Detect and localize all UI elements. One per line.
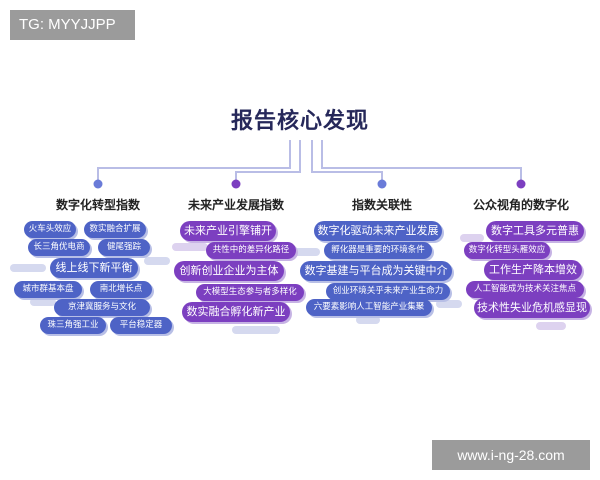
decor-bar [172, 243, 208, 251]
column-4-item-1: 数字工具多元普惠 [486, 221, 584, 241]
decor-bar [10, 264, 46, 272]
column-2-item-1: 未来产业引擎铺开 [180, 221, 276, 241]
column-2-item-5: 数实融合孵化新产业 [182, 302, 290, 322]
decor-bar [30, 298, 56, 306]
column-3-item-1: 数字化驱动未来产业发展 [314, 221, 442, 241]
column-3-heading: 指数关联性 [351, 198, 412, 212]
column-1-node [93, 179, 103, 189]
decor-bar [436, 300, 462, 308]
column-4-item-4: 人工智能成为技术关注焦点 [466, 281, 584, 298]
column-4-item-5: 技术性失业危机感显现 [474, 298, 590, 318]
column-2-node [231, 179, 241, 189]
column-3-node [377, 179, 387, 189]
column-2-item-4: 大模型生态参与者多样化 [196, 284, 304, 301]
watermark-top-left: TG: MYYJJPP [10, 10, 135, 40]
column-1-item-5: 线上线下新平衡 [50, 258, 138, 278]
column-2-heading: 未来产业发展指数 [187, 198, 284, 212]
column-3-item-3: 数字基建与平台成为关键中介 [300, 261, 452, 281]
column-1-item-1: 火车头效应 [24, 221, 76, 238]
decor-bar [144, 257, 170, 265]
decor-bar [290, 248, 320, 256]
column-3-item-2: 孵化器是重要的环境条件 [324, 242, 432, 259]
column-1-item-6: 城市群基本盘 [14, 281, 82, 298]
diagram-title: 报告核心发现 [230, 109, 369, 134]
column-1-item-9: 珠三角强工业 [40, 317, 106, 334]
column-3-item-4: 创业环境关乎未来产业生命力 [326, 283, 450, 300]
column-2-item-3: 创新创业企业为主体 [174, 261, 284, 281]
column-1-item-2: 数实融合扩展 [84, 221, 146, 238]
column-1-item-4: 健尾强踪 [98, 239, 150, 256]
column-1-item-10: 平台稳定器 [110, 317, 172, 334]
decor-bar [356, 316, 380, 324]
watermark-bottom-right: www.i-ng-28.com [432, 440, 590, 470]
decor-bar [536, 322, 566, 330]
column-4-item-2: 数字化转型头雁效应 [464, 242, 550, 259]
column-4-heading: 公众视角的数字化 [472, 198, 569, 212]
column-4-node [516, 179, 526, 189]
decor-bar [232, 326, 280, 334]
column-1-item-3: 长三角优电商 [28, 239, 90, 256]
column-1-heading: 数字化转型指数 [55, 198, 140, 212]
column-2-item-2: 共性中的差异化路径 [206, 242, 296, 259]
column-1-item-7: 南北增长点 [90, 281, 152, 298]
column-4-item-3: 工作生产降本增效 [484, 260, 582, 280]
column-3-item-5: 六要素影响人工智能产业集聚 [306, 299, 432, 316]
decor-bar [460, 234, 484, 242]
column-1-item-8: 京津冀服务与文化 [54, 299, 150, 316]
